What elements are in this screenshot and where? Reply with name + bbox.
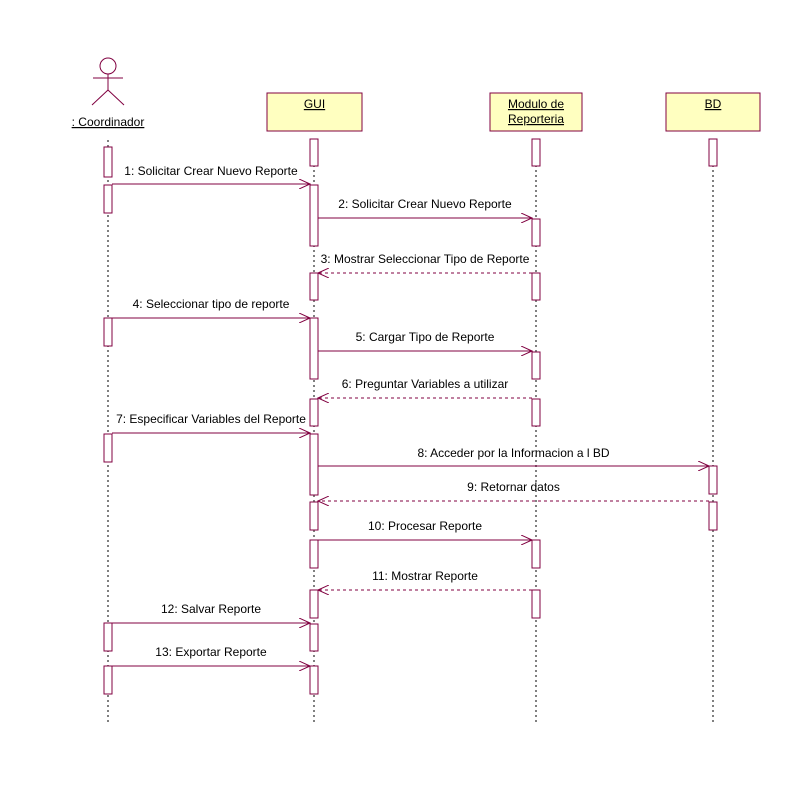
message-8-label: 8: Acceder por la Informacion a l BD <box>417 446 609 460</box>
activation-modulo <box>531 272 541 301</box>
actor-left-leg <box>91 89 109 106</box>
activation-gui <box>309 623 319 652</box>
activation-modulo <box>531 589 541 619</box>
activation-gui <box>309 501 319 531</box>
actor-right-leg <box>107 89 125 106</box>
activation-gui <box>309 539 319 569</box>
activation-modulo <box>531 398 541 427</box>
activation-gui <box>309 272 319 301</box>
message-12-label: 12: Salvar Reporte <box>161 602 261 616</box>
message-13-label: 13: Exportar Reporte <box>155 645 267 659</box>
activation-coordinador <box>103 433 113 463</box>
participant-label-bd: BD <box>705 97 722 111</box>
activation-coordinador <box>103 184 113 214</box>
participant-label-modulo: Reporteria <box>508 112 564 126</box>
activation-modulo <box>531 138 541 167</box>
participant-box-gui <box>266 92 363 132</box>
activation-coordinador <box>103 665 113 695</box>
participant-box-modulo <box>489 92 583 132</box>
message-9-label: 9: Retornar datos <box>467 480 560 494</box>
activation-gui <box>309 398 319 427</box>
message-10-label: 10: Procesar Reporte <box>368 519 482 533</box>
activation-gui <box>309 665 319 695</box>
message-11-label: 11: Mostrar Reporte <box>372 569 478 583</box>
message-2-label: 2: Solicitar Crear Nuevo Reporte <box>338 197 512 211</box>
message-7-label: 7: Especificar Variables del Reporte <box>116 412 306 426</box>
activation-coordinador <box>103 146 113 178</box>
actor-coordinador <box>91 57 125 106</box>
activation-gui <box>309 138 319 167</box>
activation-gui <box>309 433 319 496</box>
activation-gui <box>309 317 319 380</box>
activation-bd <box>708 138 718 167</box>
activation-modulo <box>531 218 541 247</box>
message-5-label: 5: Cargar Tipo de Reporte <box>356 330 495 344</box>
actor-head <box>99 57 117 75</box>
participant-box-bd <box>665 92 761 132</box>
activation-bd <box>708 465 718 495</box>
message-6-label: 6: Preguntar Variables a utilizar <box>342 377 509 391</box>
activation-modulo <box>531 539 541 569</box>
participant-label-gui: GUI <box>304 97 325 111</box>
activation-coordinador <box>103 317 113 347</box>
activation-gui <box>309 589 319 619</box>
activation-modulo <box>531 351 541 380</box>
message-1-label: 1: Solicitar Crear Nuevo Reporte <box>124 164 298 178</box>
activation-bd <box>708 501 718 531</box>
actor-label: : Coordinador <box>72 115 145 129</box>
participant-label-modulo: Modulo de <box>508 97 564 111</box>
message-4-label: 4: Seleccionar tipo de reporte <box>133 297 290 311</box>
activation-gui <box>309 184 319 247</box>
activation-coordinador <box>103 622 113 652</box>
message-3-label: 3: Mostrar Seleccionar Tipo de Reporte <box>321 252 530 266</box>
